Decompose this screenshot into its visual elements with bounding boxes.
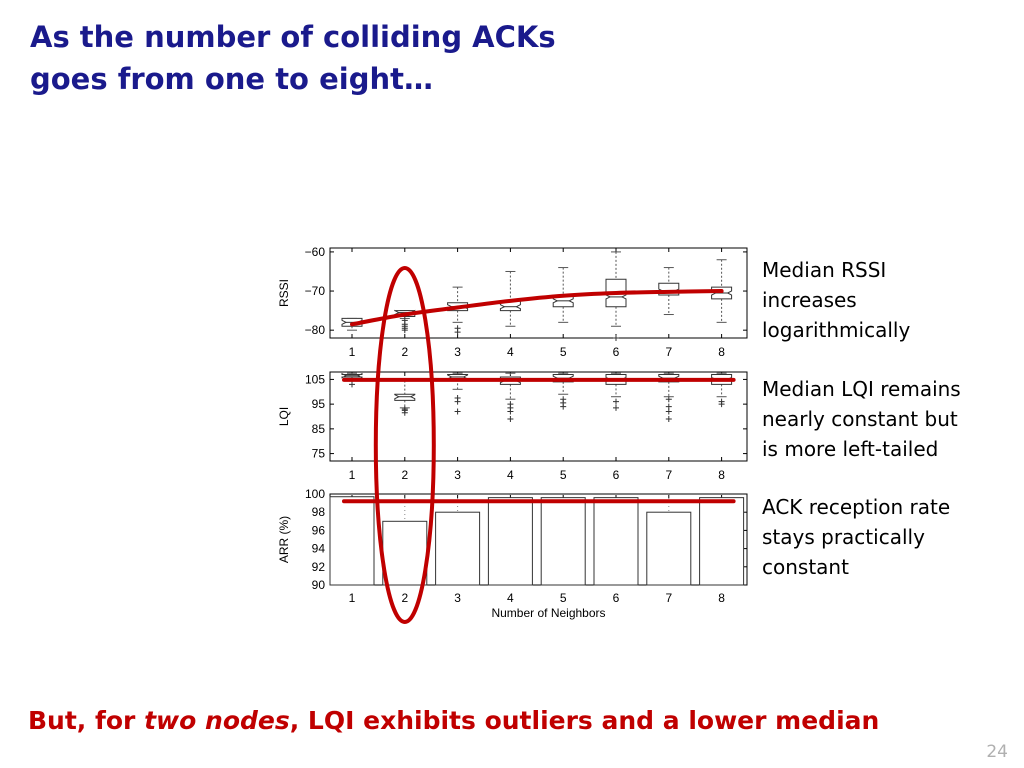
annotation-arr: ACK reception rate stays practically con… xyxy=(762,492,1012,582)
x-tick-label: 8 xyxy=(718,591,725,605)
y-tick-label: −70 xyxy=(305,284,326,298)
y-tick-label: 75 xyxy=(312,447,326,461)
box-body xyxy=(394,393,416,401)
outlier xyxy=(349,381,355,388)
annotation-arr-line-3: constant xyxy=(762,555,849,579)
x-tick-label: 1 xyxy=(349,345,356,359)
x-tick-label: 5 xyxy=(560,468,567,482)
y-axis-label: LQI xyxy=(277,407,291,426)
x-tick-label: 6 xyxy=(613,591,620,605)
bar-7 xyxy=(646,511,692,586)
x-tick-label: 6 xyxy=(613,345,620,359)
x-tick-label: 4 xyxy=(507,345,514,359)
annotation-lqi-line-2: nearly constant but xyxy=(762,407,958,431)
x-tick-label: 3 xyxy=(454,591,461,605)
annotation-lqi-line-1: Median LQI remains xyxy=(762,377,961,401)
x-tick-label: 3 xyxy=(454,345,461,359)
y-tick-label: 98 xyxy=(312,505,326,519)
bar-4 xyxy=(487,497,533,586)
bar-3 xyxy=(435,511,481,586)
x-tick-label: 2 xyxy=(401,468,408,482)
chart-panel-3: 100 98 96 94 92 90 1 2 3 4 5 6 7 8 ARR (%) Number of Ne… xyxy=(277,487,748,620)
slide-title-line-2: goes from one to eight… xyxy=(30,62,433,96)
annotation-rssi-line-3: logarithmically xyxy=(762,318,911,342)
bar-1 xyxy=(329,496,375,586)
x-tick-label: 3 xyxy=(454,468,461,482)
chart-panel-2: 105 95 85 75 1 2 3 4 5 6 7 8 LQI xyxy=(277,371,748,482)
footer-text-before: But, for xyxy=(28,706,145,735)
x-tick-label: 2 xyxy=(401,591,408,605)
highlight-ellipse-two-nodes xyxy=(373,266,436,624)
bar-8 xyxy=(699,497,745,586)
annotation-rssi: Median RSSI increases logarithmically xyxy=(762,255,1012,345)
y-axis-label: ARR (%) xyxy=(277,516,291,563)
x-tick-label: 7 xyxy=(665,468,672,482)
y-tick-label: 100 xyxy=(305,487,325,501)
box-6 xyxy=(605,251,627,341)
box-2 xyxy=(394,380,416,416)
y-tick-label: 85 xyxy=(312,422,326,436)
x-tick-label: 5 xyxy=(560,591,567,605)
bar-2 xyxy=(382,520,428,586)
outlier xyxy=(454,408,461,415)
chart-panel-1: −60 −70 −80 1 2 3 4 5 6 7 8 RSSI xyxy=(277,245,748,359)
outlier xyxy=(665,396,672,403)
x-tick-label: 7 xyxy=(665,591,672,605)
outlier xyxy=(454,329,461,336)
annotation-arr-line-2: stays practically xyxy=(762,525,925,549)
outlier xyxy=(613,404,619,411)
y-tick-label: −80 xyxy=(305,323,326,337)
annotation-arr-line-1: ACK reception rate xyxy=(762,495,951,519)
slide-title-line-1: As the number of colliding ACKs xyxy=(30,20,556,54)
footer-text-after: , LQI exhibits outliers and a lower medi… xyxy=(289,706,880,735)
outlier xyxy=(665,415,672,422)
x-tick-label: 8 xyxy=(718,468,725,482)
box-3 xyxy=(447,286,469,336)
page-number: 24 xyxy=(986,742,1008,762)
y-tick-label: 105 xyxy=(305,372,325,386)
y-tick-label: 96 xyxy=(312,523,326,537)
slide-title: As the number of colliding ACKs goes fro… xyxy=(30,16,730,100)
trend-line xyxy=(350,289,724,327)
y-tick-label: 90 xyxy=(312,578,326,592)
annotation-rssi-line-2: increases xyxy=(762,288,857,312)
outlier xyxy=(613,335,619,341)
x-tick-label: 1 xyxy=(349,591,356,605)
y-tick-label: −60 xyxy=(305,245,326,259)
x-tick-label: 4 xyxy=(507,468,514,482)
outlier xyxy=(507,415,514,422)
bar-6 xyxy=(593,497,639,586)
outlier xyxy=(718,401,725,408)
x-tick-label: 7 xyxy=(665,345,672,359)
x-tick-label: 1 xyxy=(349,468,356,482)
annotation-lqi: Median LQI remains nearly constant but i… xyxy=(762,374,1012,464)
outlier xyxy=(560,403,567,410)
x-axis-label: Number of Neighbors xyxy=(491,606,605,620)
x-tick-label: 2 xyxy=(401,345,408,359)
y-tick-label: 95 xyxy=(312,397,326,411)
annotation-rssi-line-1: Median RSSI xyxy=(762,258,887,282)
y-tick-label: 94 xyxy=(312,542,326,556)
bar-5 xyxy=(540,497,586,586)
plot-frame xyxy=(329,371,748,462)
outlier xyxy=(613,398,619,405)
x-tick-label: 8 xyxy=(718,345,725,359)
outlier xyxy=(507,408,514,415)
plot-frame xyxy=(329,247,748,339)
outlier xyxy=(454,394,461,401)
x-tick-label: 4 xyxy=(507,591,514,605)
x-tick-label: 6 xyxy=(613,468,620,482)
y-axis-label: RSSI xyxy=(277,279,291,307)
y-tick-label: 92 xyxy=(312,560,326,574)
outlier xyxy=(665,408,672,415)
outlier xyxy=(401,406,408,413)
footer-conclusion: But, for two nodes, LQI exhibits outlier… xyxy=(28,706,1018,735)
footer-emphasis: two nodes xyxy=(144,706,290,735)
outlier xyxy=(401,327,408,334)
x-tick-label: 5 xyxy=(560,345,567,359)
annotation-lqi-line-3: is more left-tailed xyxy=(762,437,939,461)
